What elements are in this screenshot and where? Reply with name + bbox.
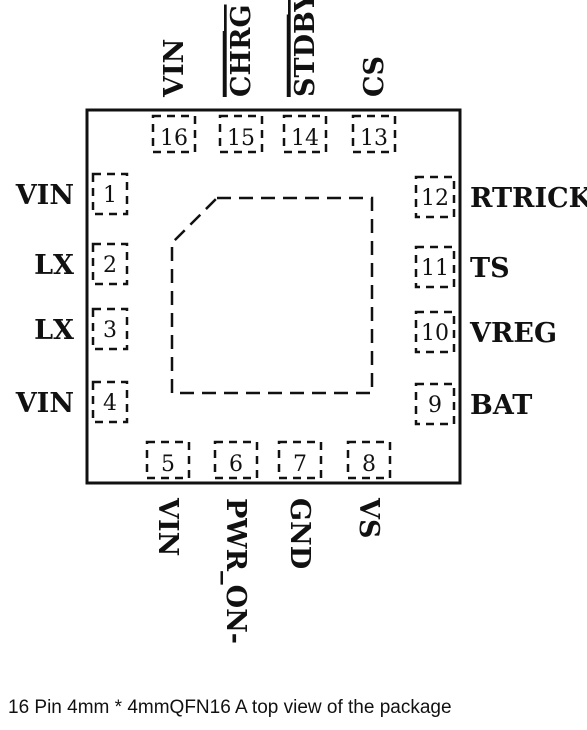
- pin-7-label: GND: [284, 498, 315, 569]
- pin-11-number: 11: [421, 256, 449, 281]
- package-body: [85, 108, 462, 485]
- pin-10-number: 10: [421, 321, 449, 346]
- pin-14-number: 14: [291, 126, 319, 151]
- exposed-pad: [170, 196, 374, 395]
- pin-6-number: 6: [229, 452, 243, 477]
- pin-2-label: LX: [34, 250, 74, 281]
- pin-7-box: [277, 440, 323, 480]
- pin-9-box: [414, 382, 456, 426]
- pin-16-label: VIN: [159, 39, 190, 98]
- pin-12-label: RTRICK: [470, 183, 587, 214]
- pin-6-box: [213, 440, 259, 480]
- pin-5-number: 5: [161, 452, 175, 477]
- pin-1-box: [91, 172, 129, 216]
- pin-5-box: [145, 440, 191, 480]
- pin-8-box: [346, 440, 392, 480]
- pin-13-label: CS: [359, 56, 390, 97]
- pin-2-number: 2: [103, 253, 117, 278]
- pin-15-label: CHRG: [226, 5, 257, 98]
- pin-7-number: 7: [293, 452, 307, 477]
- pin-13-box: [351, 114, 397, 154]
- pin-10-box: [414, 310, 456, 354]
- diagram-caption: 16 Pin 4mm * 4mmQFN16 A top view of the …: [8, 697, 452, 718]
- pin-1-number: 1: [103, 183, 117, 208]
- pin-14-label: STDBY: [290, 0, 321, 97]
- pin-9-label: BAT: [470, 390, 532, 421]
- pin-8-label: VS: [353, 497, 384, 538]
- pin-4-number: 4: [103, 391, 117, 416]
- pin-8-number: 8: [362, 452, 376, 477]
- pin-10-label: VREG: [469, 318, 557, 349]
- pin-3-label: LX: [34, 315, 74, 346]
- pin-16-box: [151, 114, 197, 154]
- pin-11-box: [414, 245, 456, 289]
- pin-3-box: [91, 307, 129, 351]
- pin-15-box: [218, 114, 264, 154]
- pin-6-label: PWR_ON-: [220, 498, 251, 644]
- pin-13-number: 13: [360, 126, 388, 151]
- pin-11-label: TS: [470, 253, 510, 284]
- pin-15-number: 15: [227, 126, 255, 151]
- pin-12-box: [414, 175, 456, 219]
- pin-4-box: [91, 380, 129, 424]
- pin-12-number: 12: [421, 186, 449, 211]
- pin-2-box: [91, 242, 129, 286]
- pin-14-box: [282, 114, 328, 154]
- pin-9-number: 9: [428, 393, 442, 418]
- pin-4-label: VIN: [15, 388, 74, 419]
- pin-16-number: 16: [160, 126, 188, 151]
- pin-1-label: VIN: [15, 180, 74, 211]
- pin-5-label: VIN: [152, 497, 183, 556]
- pin-3-number: 3: [103, 318, 117, 343]
